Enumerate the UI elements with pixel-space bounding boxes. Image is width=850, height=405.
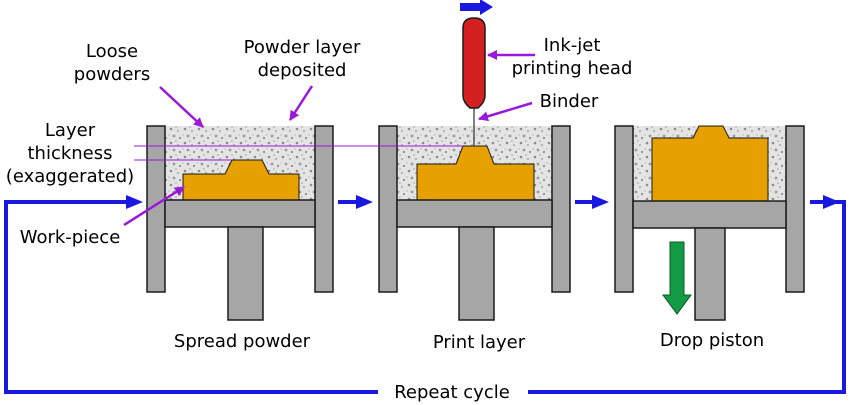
pointer-powder-layer [288, 85, 314, 121]
label-powder-layer-1: Powder layer [244, 37, 361, 58]
flow-arrow-1 [338, 195, 373, 209]
label-loose-powders-1: Loose [86, 41, 138, 62]
label-step-print-layer: Print layer [433, 332, 526, 353]
label-loose-powders-2: powders [74, 64, 150, 85]
build-platform [164, 199, 316, 228]
label-inkjet-2: printing head [512, 58, 633, 79]
print-head-body [462, 17, 486, 109]
inkjet-printing-head [460, 0, 493, 146]
build-platform [632, 200, 787, 229]
machine-spread-powder [146, 125, 334, 321]
pointer-binder [478, 101, 533, 122]
left-wall [378, 125, 398, 293]
machine-print-layer [378, 125, 571, 321]
arrow-down-icon [662, 241, 692, 315]
label-powder-layer-2: deposited [258, 60, 347, 81]
piston-rod [458, 226, 495, 321]
label-binder: Binder [540, 91, 599, 112]
workpiece [651, 125, 769, 202]
build-platform [396, 199, 553, 228]
left-wall [614, 125, 634, 293]
label-layer-thickness-1: Layer [45, 120, 96, 141]
label-layer-thickness-2: thickness [27, 143, 112, 164]
workpiece [416, 145, 535, 201]
pointer-loose-powders [159, 86, 204, 128]
label-workpiece: Work-piece [20, 227, 121, 248]
right-wall [314, 125, 334, 293]
label-step-spread-powder: Spread powder [174, 331, 311, 352]
machine-drop-piston [614, 125, 805, 321]
right-wall [785, 125, 805, 293]
label-layer-thickness-3: (exaggerated) [6, 166, 134, 187]
flow-arrow-2 [575, 195, 609, 209]
label-inkjet-1: Ink-jet [544, 35, 601, 56]
piston-rod [227, 226, 264, 321]
label-step-drop-piston: Drop piston [660, 330, 764, 351]
workpiece [182, 159, 300, 201]
right-wall [551, 125, 571, 293]
arrow-right-icon [460, 0, 493, 15]
repeat-cycle-loop [4, 195, 846, 394]
pointer-workpiece [123, 185, 185, 227]
piston-rod [694, 227, 726, 321]
label-repeat-cycle: Repeat cycle [394, 382, 510, 403]
